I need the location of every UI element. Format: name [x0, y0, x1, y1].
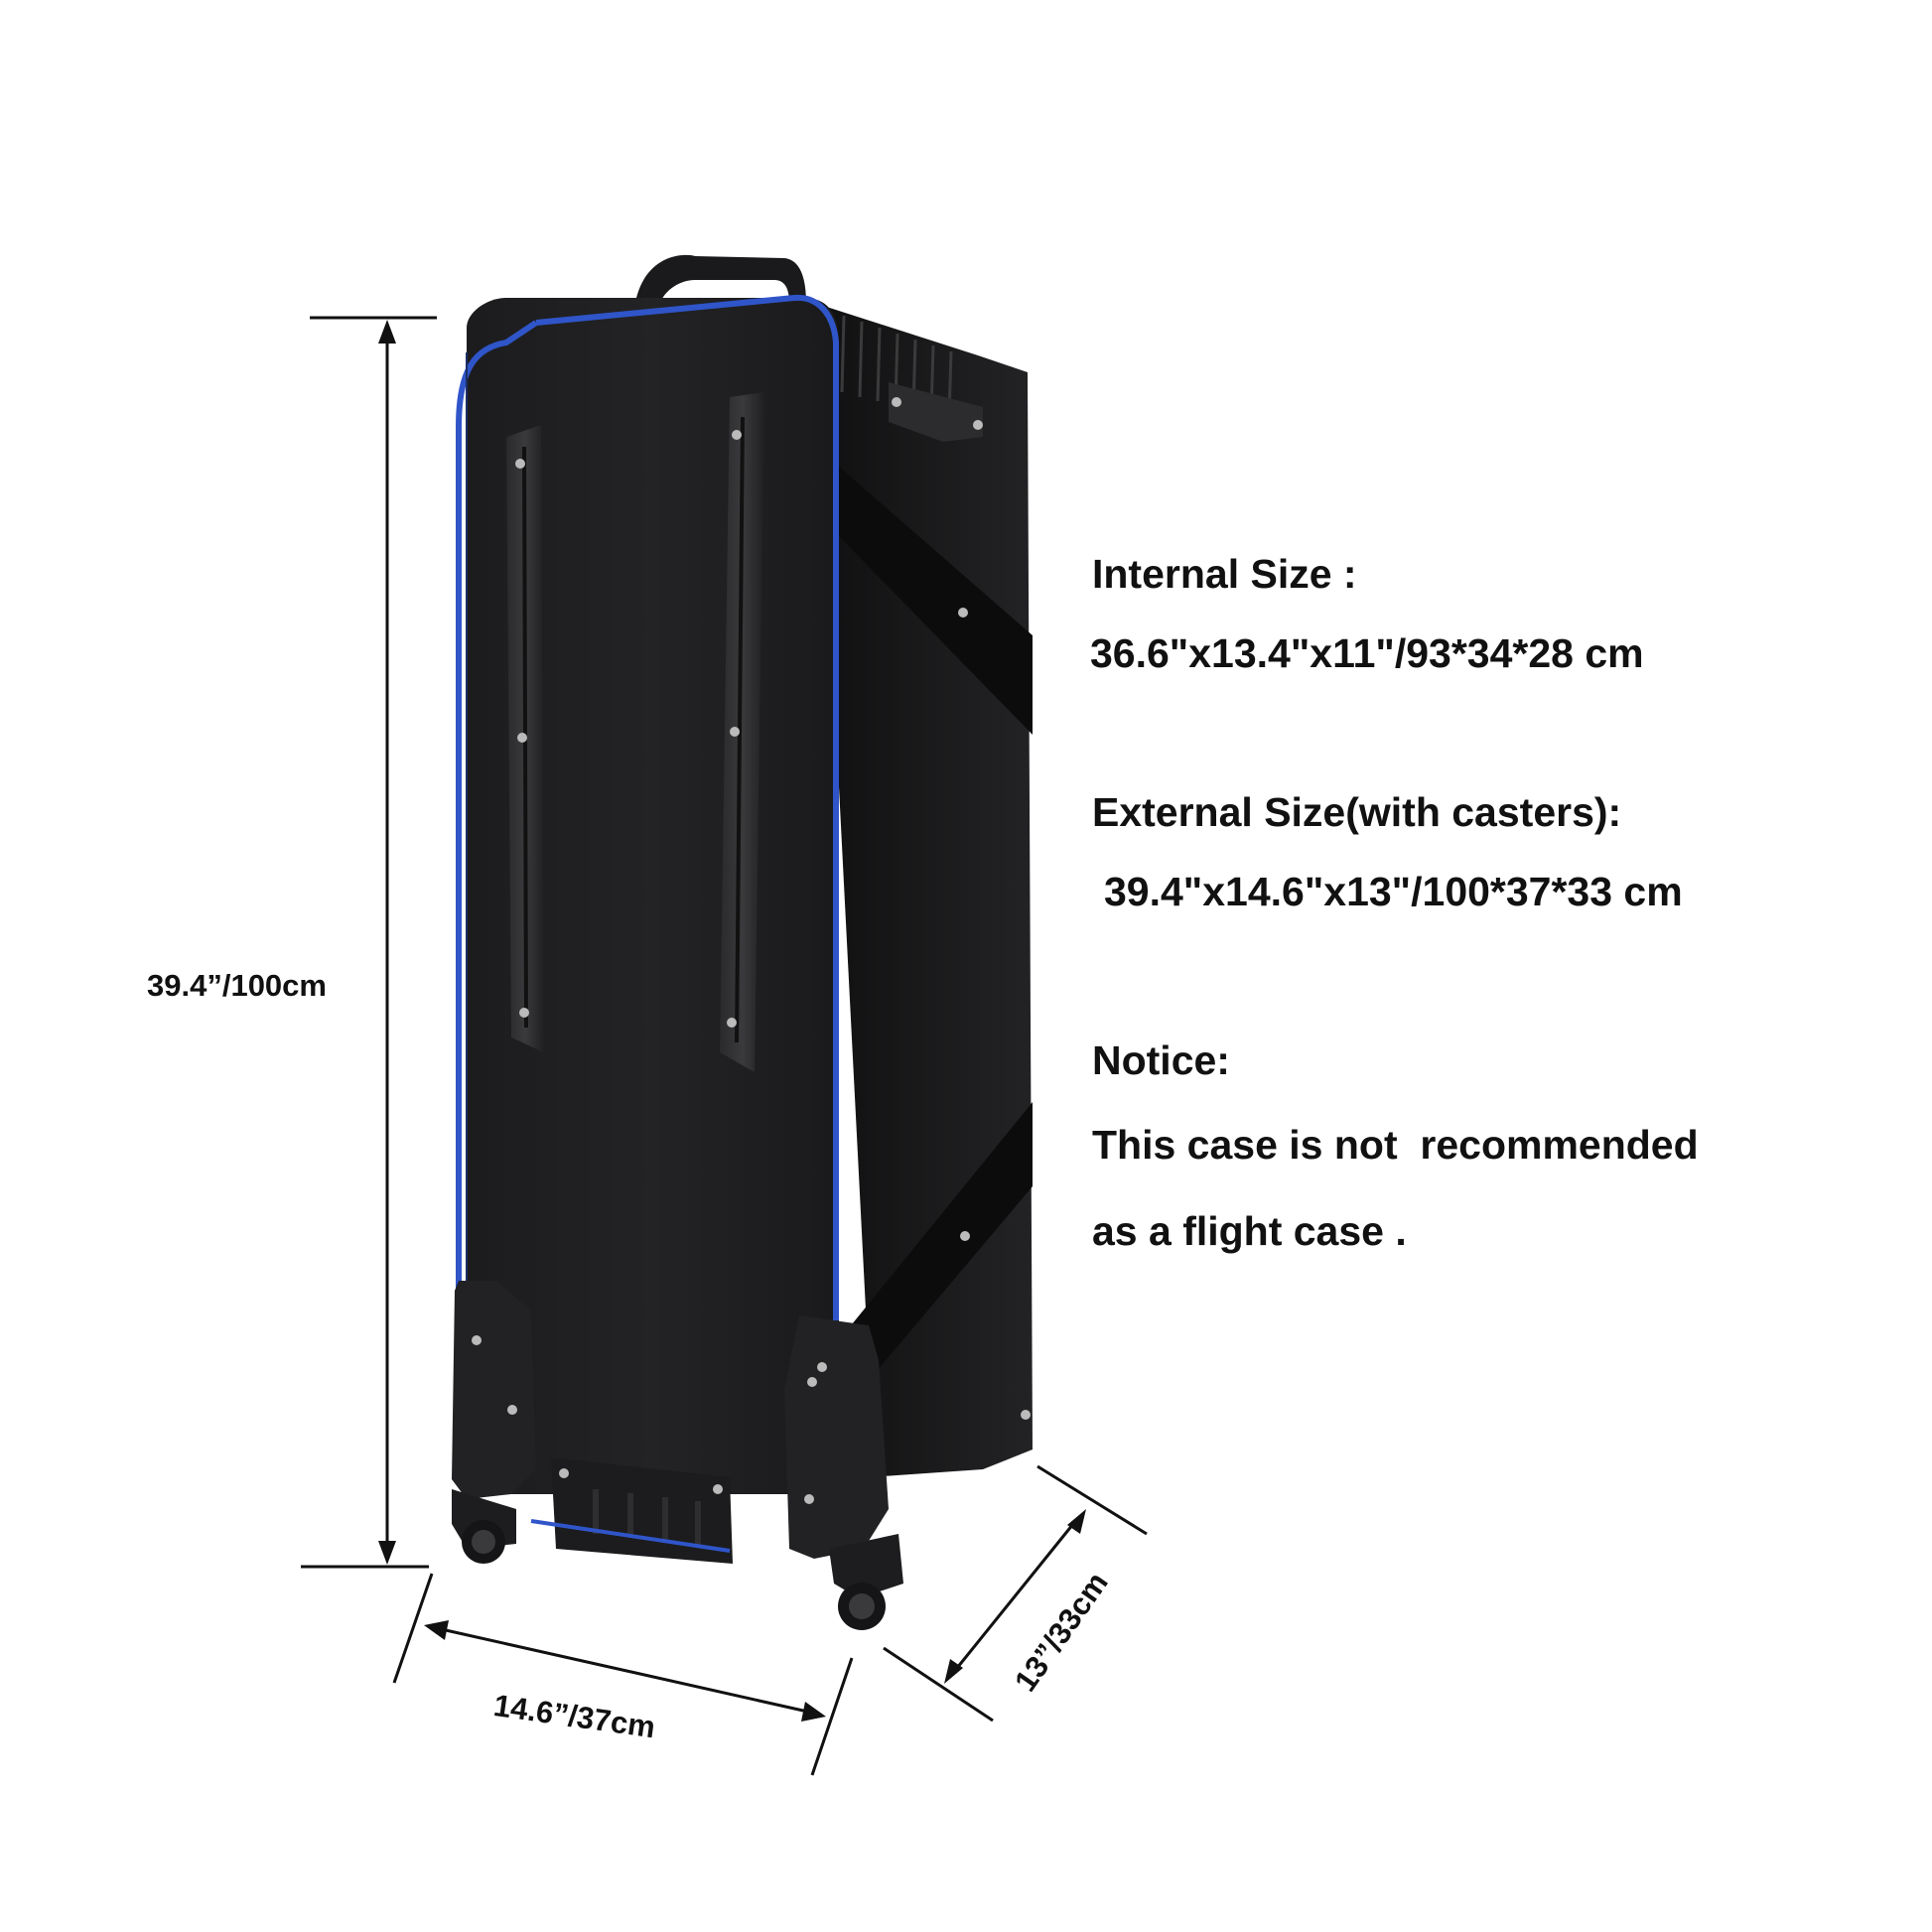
notice-line-2: as a flight case . [1092, 1208, 1407, 1254]
corner-guard-left [452, 1281, 536, 1499]
top-carry-handle [635, 254, 806, 303]
internal-size-heading: Internal Size : [1092, 551, 1357, 597]
bottom-skid-plate [551, 1457, 733, 1564]
side-handle-bracket [889, 382, 983, 442]
height-dimension-line [301, 316, 437, 1569]
height-dimension-label: 39.4”/100cm [147, 968, 327, 1003]
depth-dimension-line [883, 1464, 1148, 1723]
internal-size-value: 36.6"x13.4"x11"/93*34*28 cm [1090, 630, 1644, 676]
rail-right [720, 392, 764, 1072]
corner-guard-right [784, 1315, 889, 1559]
width-dimension-line [392, 1573, 854, 1776]
wheel-left [452, 1489, 516, 1564]
side-strap-upper [839, 467, 1033, 735]
external-size-value: 39.4"x14.6"x13"/100*37*33 cm [1104, 869, 1683, 914]
blue-piping-trim [456, 294, 839, 1320]
notice-line-1: This case is not recommended [1092, 1122, 1699, 1168]
notice-heading: Notice: [1092, 1037, 1230, 1083]
side-strap-lower [839, 1102, 1033, 1410]
rail-left [506, 425, 544, 1052]
external-size-heading: External Size(with casters): [1092, 789, 1622, 835]
wheel-right [829, 1534, 903, 1630]
